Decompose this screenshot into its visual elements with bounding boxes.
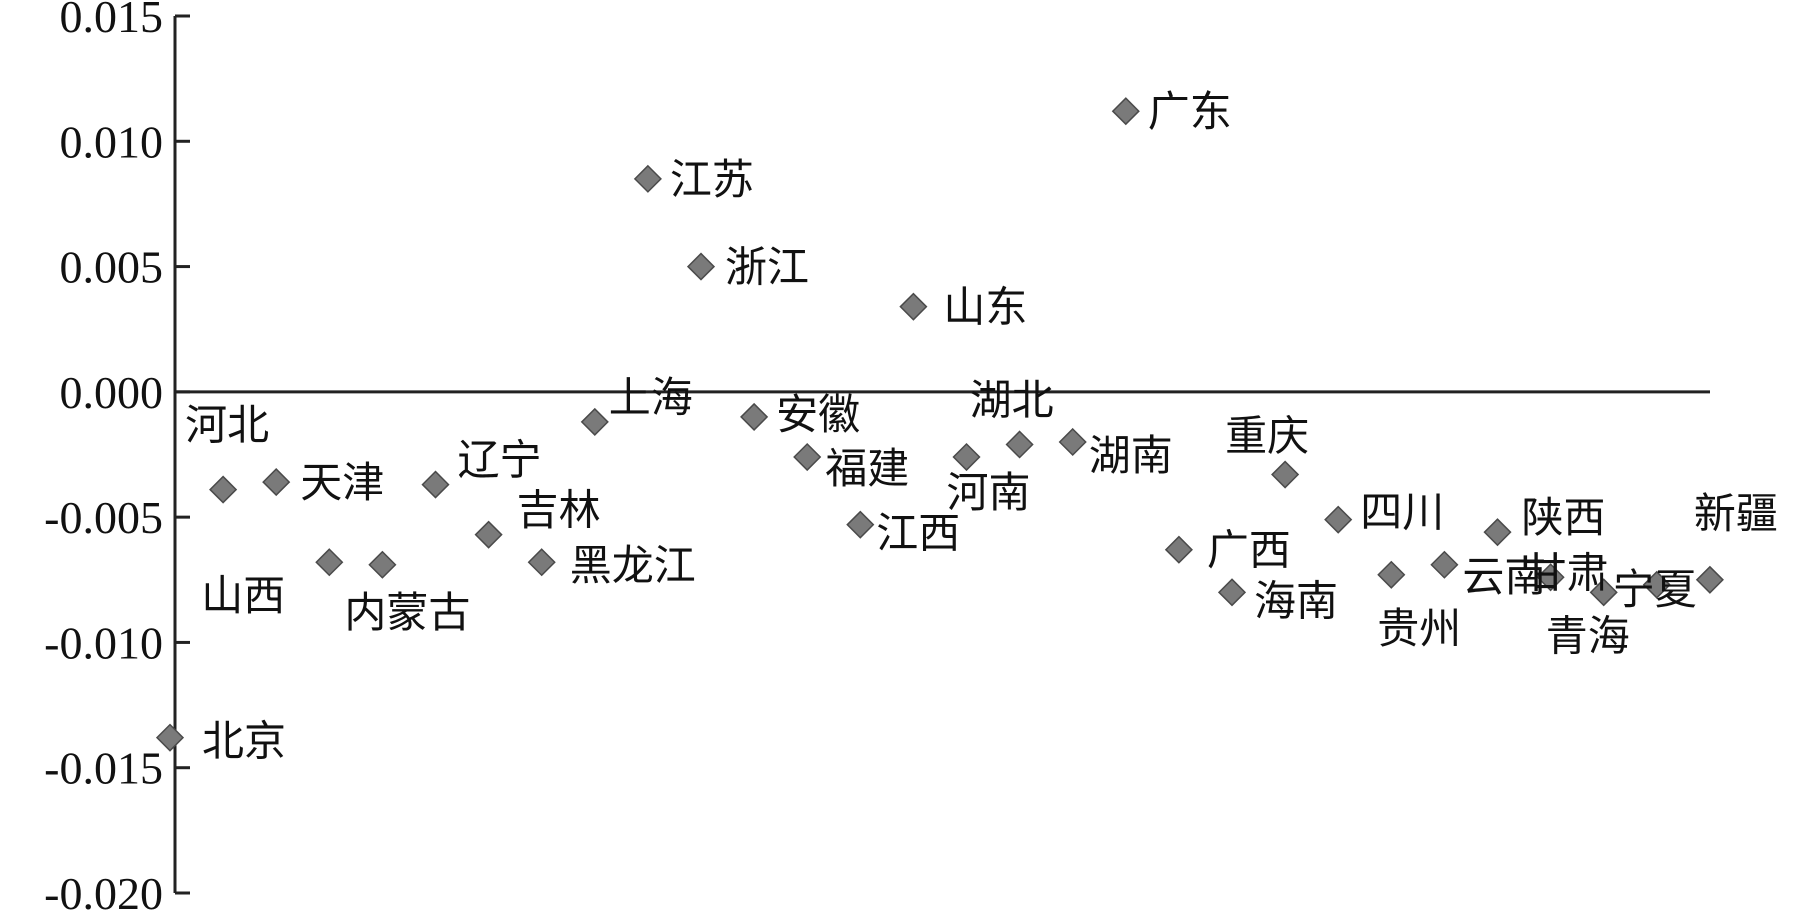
data-point-marker (633, 164, 662, 193)
data-point-label: 贵州 (1377, 604, 1461, 653)
data-point-label: 重庆 (1225, 412, 1309, 461)
data-point-label: 青海 (1546, 611, 1630, 660)
data-point-label: 福建 (825, 444, 909, 493)
data-point-marker (1217, 578, 1247, 607)
data-point-marker (1005, 430, 1034, 459)
data-point-label: 北京 (202, 717, 286, 766)
data-point-label: 宁夏 (1613, 565, 1697, 614)
data-point-marker (740, 402, 769, 431)
data-point-label: 辽宁 (458, 436, 542, 485)
data-point-marker (1695, 565, 1724, 594)
y-tick-label: -0.020 (44, 868, 163, 913)
data-point-label: 安徽 (776, 390, 860, 439)
data-point-label: 江西 (876, 509, 960, 558)
data-point-label: 江苏 (670, 155, 754, 204)
data-point-marker (1483, 518, 1512, 547)
data-point-label: 云南 (1462, 552, 1546, 601)
data-point-marker (1271, 460, 1300, 489)
y-tick-label: -0.015 (44, 743, 163, 794)
data-point-label: 浙江 (725, 243, 809, 292)
data-point-label: 广西 (1207, 526, 1291, 575)
data-point-marker (474, 520, 503, 549)
data-point-marker (952, 442, 981, 472)
data-point-label: 内蒙古 (344, 588, 470, 637)
data-point-label: 河南 (947, 468, 1031, 517)
y-tick-label: 0.005 (60, 242, 164, 293)
data-point-label: 四川 (1360, 488, 1444, 537)
y-tick-label: -0.005 (44, 492, 163, 543)
data-point-marker (1642, 570, 1671, 599)
data-point-marker (262, 468, 291, 497)
data-point-label: 湖北 (970, 375, 1054, 424)
data-point-marker (1430, 550, 1459, 579)
data-point-marker (1058, 427, 1087, 457)
data-point-label: 山西 (201, 571, 285, 620)
data-point-marker (686, 252, 716, 281)
data-point-label: 新疆 (1694, 489, 1778, 538)
y-tick-label: 0.010 (60, 116, 164, 167)
data-point-label: 吉林 (517, 486, 601, 535)
data-point-label: 湖南 (1089, 431, 1173, 480)
data-point-marker (1536, 563, 1565, 592)
data-point-label: 海南 (1254, 576, 1338, 625)
data-point-marker (368, 550, 397, 579)
data-point-label: 黑龙江 (570, 541, 696, 590)
data-point-label: 上海 (609, 373, 693, 422)
y-axis: 0.015 0.010 0.005 0.000 -0.005 -0.010 -0.015 -0… (44, 0, 190, 913)
data-point-marker (899, 292, 928, 321)
data-point-marker (1324, 505, 1353, 534)
data-point-marker (527, 548, 556, 577)
data-markers (155, 97, 1724, 752)
data-point-label: 天津 (300, 458, 384, 507)
y-tick-label: 0.000 (60, 367, 164, 418)
data-point-marker (1164, 535, 1193, 564)
data-point-label: 陕西 (1522, 493, 1606, 542)
y-tick-label: 0.015 (60, 0, 164, 42)
data-point-label: 山东 (943, 283, 1027, 332)
data-point-label: 甘肃 (1525, 548, 1609, 597)
y-tick-label: -0.010 (44, 617, 163, 668)
data-point-marker (155, 723, 185, 752)
data-point-label: 河北 (185, 401, 269, 450)
data-point-marker (421, 470, 450, 499)
data-point-marker (315, 548, 344, 577)
data-point-marker (1377, 560, 1406, 589)
data-point-marker (580, 407, 609, 436)
data-point-marker (793, 442, 822, 472)
data-point-marker (846, 510, 875, 539)
data-point-marker (1589, 578, 1618, 607)
data-point-label: 广东 (1148, 87, 1232, 136)
data-point-marker (1111, 97, 1140, 126)
data-point-marker (209, 475, 238, 504)
